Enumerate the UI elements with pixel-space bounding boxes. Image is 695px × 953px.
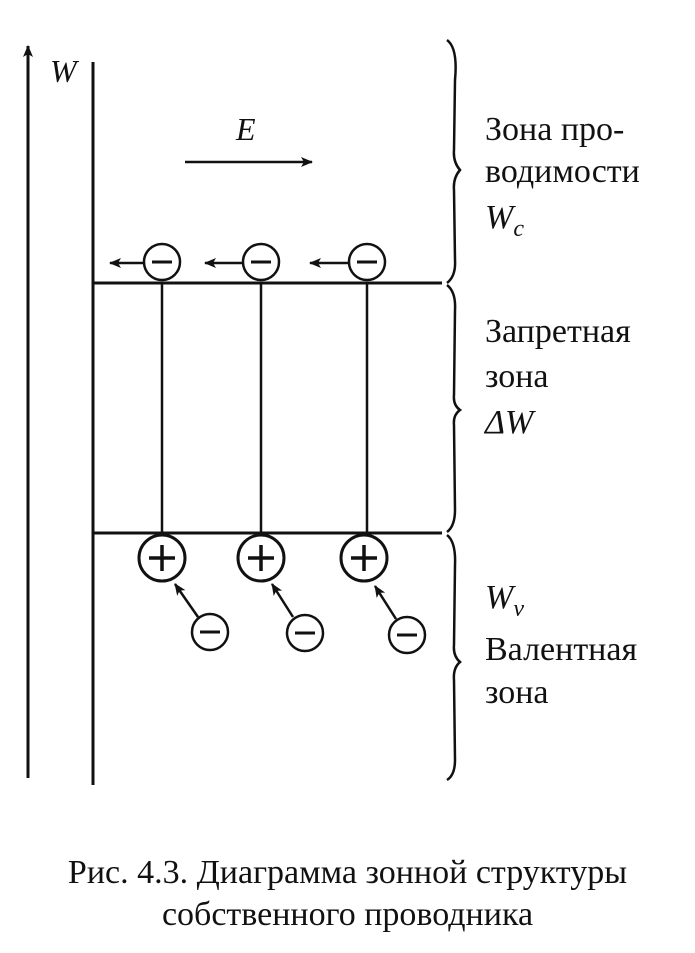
energy-axis-label: W: [50, 53, 80, 89]
conduction-electron: [109, 242, 182, 282]
valence-energy-symbol: Wv: [485, 579, 524, 622]
forbidden-zone-label: Запретная: [485, 313, 631, 350]
valence-hole: [339, 533, 389, 583]
valence-electron: [173, 583, 230, 652]
conduction-electron: [309, 242, 387, 282]
conduction-energy-symbol: Wc: [485, 199, 524, 242]
field-label: E: [235, 111, 256, 147]
conduction-zone-bracket: [446, 38, 462, 284]
valence-zone-bracket: [446, 534, 462, 782]
conduction-zone-label: Зона про-: [485, 111, 624, 148]
figure-caption: Рис. 4.3. Диаграмма зонной структуры: [67, 854, 628, 891]
figure-caption: собственного проводника: [161, 896, 534, 933]
valence-electron: [373, 585, 427, 655]
valence-hole: [137, 533, 187, 583]
valence-zone-label: Валентная: [485, 631, 637, 668]
valence-hole: [236, 533, 286, 583]
conduction-zone-label: водимости: [485, 153, 640, 190]
conduction-electron: [204, 242, 281, 282]
forbidden-zone-bracket: [446, 284, 463, 533]
valence-electron: [270, 583, 325, 653]
valence-zone-label: зона: [485, 674, 549, 711]
band-gap-symbol: ΔW: [483, 404, 536, 441]
forbidden-zone-label: зона: [485, 358, 549, 395]
